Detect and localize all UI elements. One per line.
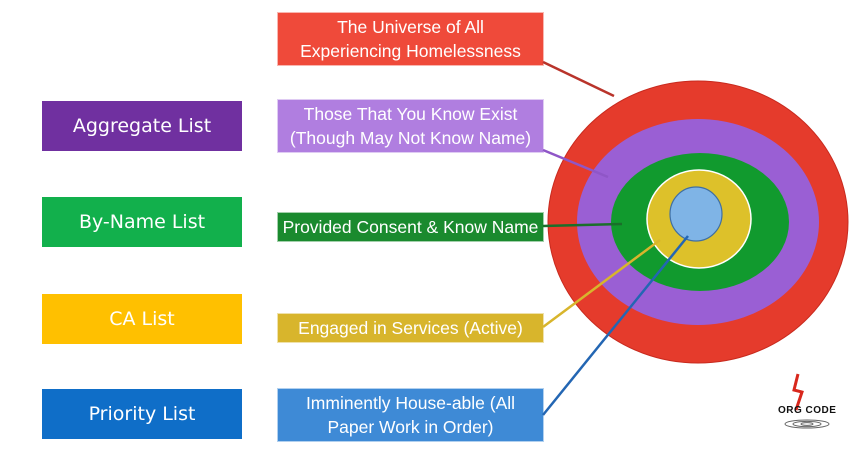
consent-description: Provided Consent & Know Name — [277, 212, 544, 242]
connector-universe — [542, 60, 615, 98]
engaged-description: Engaged in Services (Active) — [277, 313, 544, 343]
priority-list-label: Priority List — [42, 389, 242, 439]
known-exist-description: Those That You Know Exist (Though May No… — [277, 99, 544, 153]
known-exist-description-text: Those That You Know Exist (Though May No… — [289, 104, 532, 148]
consent-description-text: Provided Consent & Know Name — [282, 217, 539, 237]
universe-description-text: The Universe of All Experiencing Homeles… — [300, 17, 521, 61]
house-able-description: Imminently House-able (All Paper Work in… — [277, 388, 544, 442]
ring-blue — [669, 186, 723, 242]
connector-engaged — [542, 238, 661, 329]
universe-description: The Universe of All Experiencing Homeles… — [277, 12, 544, 66]
by-name-list-label: By-Name List — [42, 197, 242, 247]
connector-consent — [542, 222, 623, 228]
connector-known-exist — [542, 148, 609, 179]
connector-house-able — [542, 235, 689, 416]
ca-list-label: CA List — [42, 294, 242, 344]
orgcode-logo-text: ORG CODE — [778, 405, 837, 416]
house-able-description-text: Imminently House-able (All Paper Work in… — [305, 393, 516, 437]
orgcode-logo-icon — [784, 373, 830, 429]
aggregate-list-label: Aggregate List — [42, 101, 242, 151]
engaged-description-text: Engaged in Services (Active) — [298, 318, 523, 338]
